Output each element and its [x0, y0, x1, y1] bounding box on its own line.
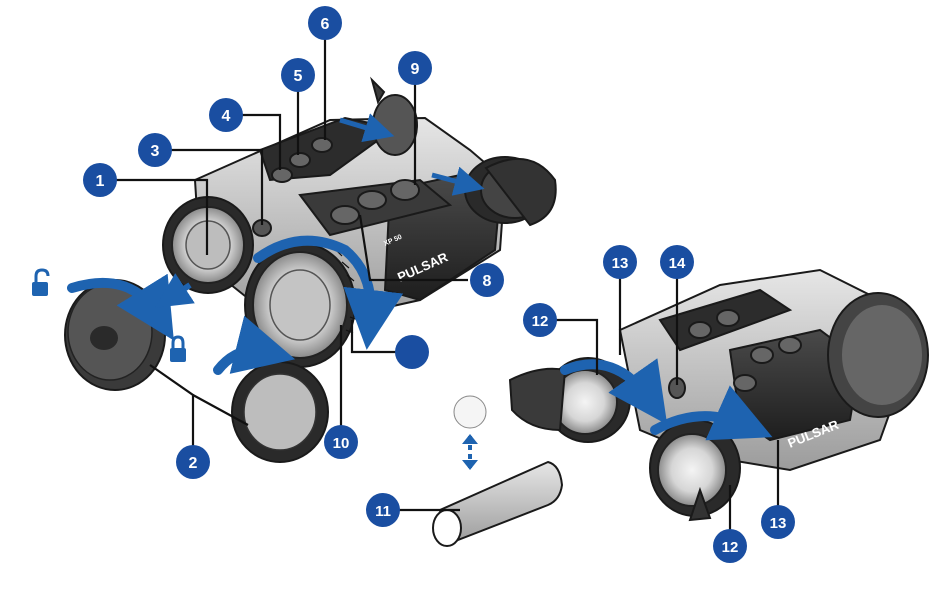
callout-5: 5 — [281, 58, 315, 92]
svg-text:8: 8 — [483, 273, 492, 290]
svg-text:14: 14 — [669, 255, 686, 272]
button-6 — [312, 138, 332, 152]
callout-8: 8 — [470, 263, 504, 297]
button-4 — [272, 168, 292, 182]
svg-text:12: 12 — [532, 313, 549, 330]
padlock-closed-icon — [170, 337, 186, 362]
svg-text:10: 10 — [333, 435, 350, 452]
callout-12-bottom: 12 — [713, 529, 747, 563]
svg-text:13: 13 — [612, 255, 629, 272]
callout-13-bottom: 13 — [761, 505, 795, 539]
callout-12-left: 12 — [523, 303, 557, 337]
rear-binocular: PULSAR — [510, 270, 928, 520]
button-5 — [290, 153, 310, 167]
callout-10: 10 — [324, 425, 358, 459]
callout-9: 9 — [398, 51, 432, 85]
callout-4: 4 — [209, 98, 243, 132]
button-minus — [358, 191, 386, 209]
lens-adapter-ring — [218, 350, 328, 462]
callout-14: 14 — [660, 245, 694, 279]
svg-text:1: 1 — [96, 173, 105, 190]
callout-3: 3 — [138, 133, 172, 167]
lens-cap — [65, 280, 190, 390]
svg-text:11: 11 — [375, 503, 391, 520]
svg-text:5: 5 — [294, 68, 303, 85]
callout-blank — [395, 335, 429, 369]
callout-6: 6 — [308, 6, 342, 40]
padlock-open-icon — [32, 270, 48, 296]
svg-text:13: 13 — [770, 515, 787, 532]
svg-text:9: 9 — [411, 61, 420, 78]
svg-text:12: 12 — [722, 539, 739, 556]
svg-text:2: 2 — [189, 455, 198, 472]
svg-text:6: 6 — [321, 16, 330, 33]
callout-11: 11 — [366, 493, 400, 527]
callout-13-top: 13 — [603, 245, 637, 279]
svg-text:4: 4 — [222, 108, 231, 125]
svg-text:3: 3 — [151, 143, 160, 160]
button-plus — [331, 206, 359, 224]
callout-2: 2 — [176, 445, 210, 479]
callout-1: 1 — [83, 163, 117, 197]
